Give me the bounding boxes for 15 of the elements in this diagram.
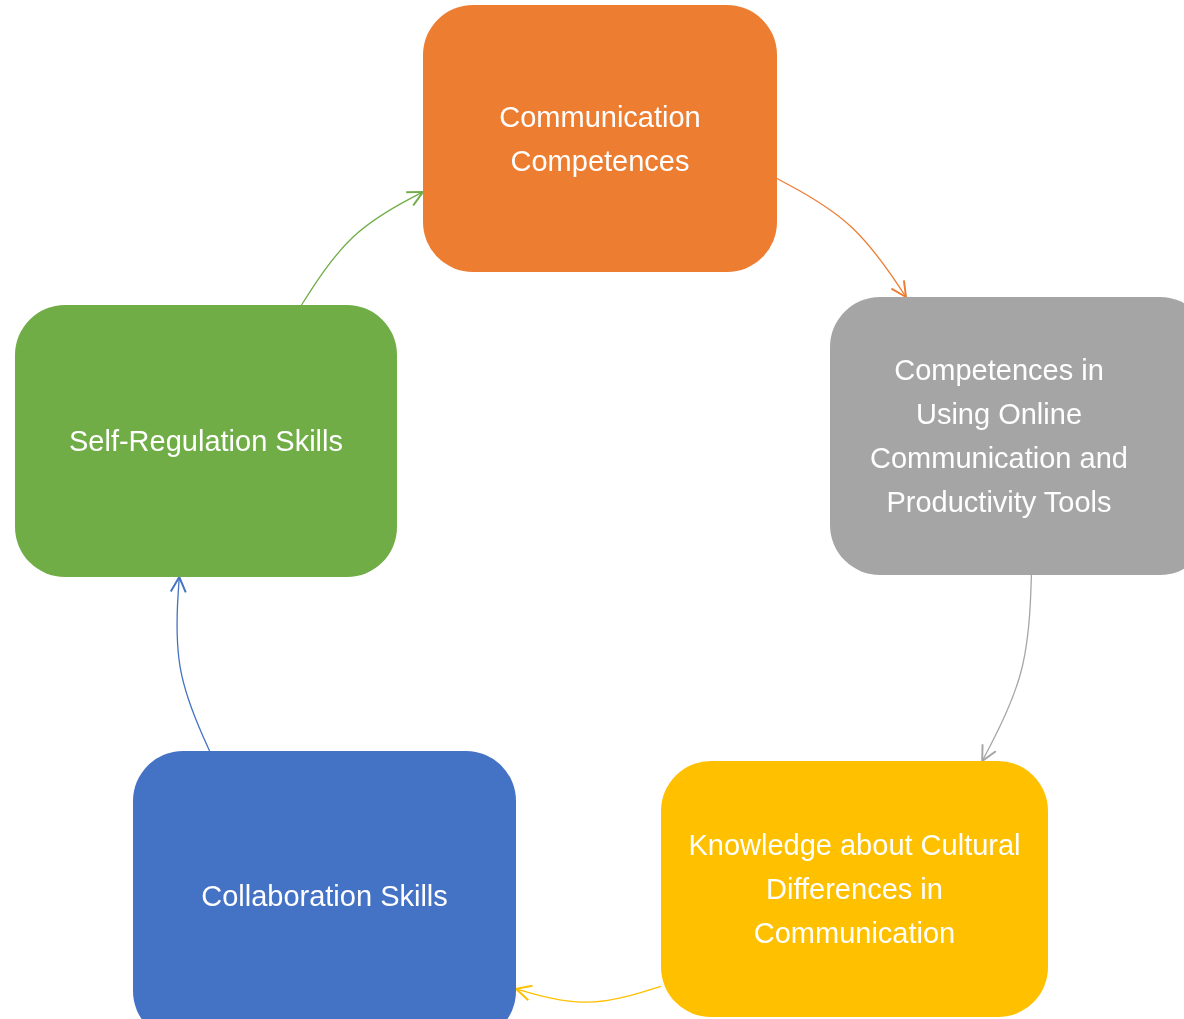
arrow [981,574,1033,762]
process-box [661,761,1048,1017]
process-box [830,297,1184,575]
box-label: Self-Regulation Skills [69,424,343,459]
arrow [515,984,662,1003]
box-label: Knowledge about Cultural Differences in Communication [687,828,1022,951]
box-label: Collaboration Skills [201,879,448,914]
arrow [300,190,424,306]
process-box [133,751,516,1019]
process-box [15,305,397,577]
box-label: Communication Competences [498,99,702,179]
process-box [423,5,777,272]
arrow [169,576,211,752]
arrow [776,177,907,298]
box-label: Competences in Using Online Communication and Productivity Tools [869,353,1129,520]
